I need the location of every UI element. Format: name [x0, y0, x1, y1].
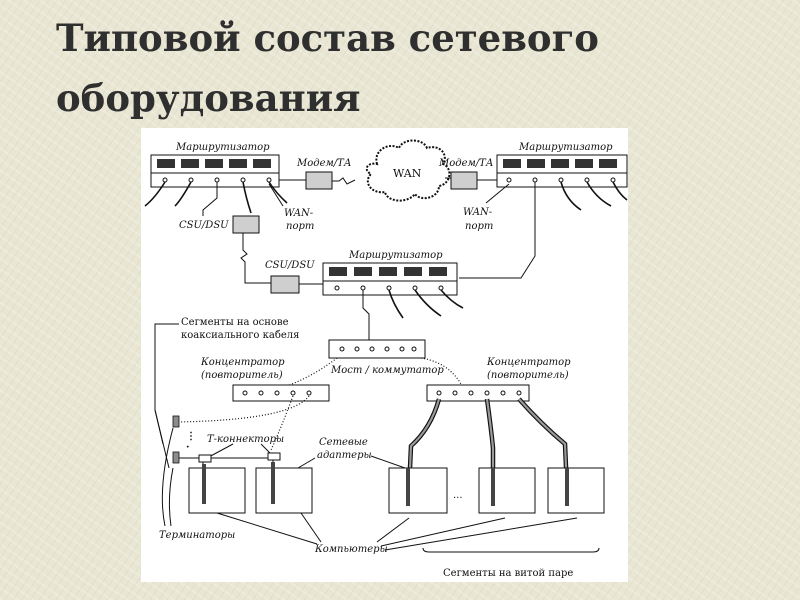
computer-box	[478, 467, 536, 514]
router-center-cable	[388, 289, 404, 319]
hub-right-label: Концентратор	[486, 357, 571, 368]
computer-box	[547, 467, 605, 514]
router-center-cable	[414, 289, 442, 317]
terminator-icon	[172, 415, 180, 428]
network-adapters-label: Сетевые	[319, 437, 368, 448]
hub-left-coax-link	[270, 395, 294, 451]
svg-text:·: ·	[186, 442, 189, 453]
t-connector-icon	[267, 452, 281, 461]
wan-port-left-label-2: порт	[286, 221, 314, 232]
router-left-label: Маршрутизатор	[175, 142, 270, 153]
network-adapter-icon	[271, 462, 275, 504]
bridge-to-left-hub-link	[280, 357, 338, 389]
router-center-label: Маршрутизатор	[348, 250, 443, 261]
wan-port-left-label: WAN-	[284, 208, 314, 219]
network-adapters-label-2: адаптеры	[317, 450, 372, 461]
left-router-to-csudsu-link	[202, 182, 218, 216]
router-to-bridge-link	[362, 290, 370, 340]
router-center: Маршрутизатор	[322, 250, 458, 296]
vertical-ellipsis: ⋮	[186, 431, 196, 442]
wan-port-right-label: WAN-	[463, 207, 493, 218]
bridge-switch-label: Мост / коммутатор	[330, 365, 444, 376]
coax-label-bracket	[154, 323, 179, 410]
computers-label: Компьютеры	[314, 544, 388, 555]
router-center-ports	[334, 285, 444, 291]
hub-left-body	[232, 384, 330, 402]
router-right-cable	[586, 181, 612, 207]
router-right: Маршрутизатор	[496, 142, 628, 188]
router-right-slots	[503, 159, 617, 168]
coax-segments-label-2: коаксиального кабеля	[181, 330, 299, 341]
computer-3	[388, 467, 448, 514]
terminators-label: Терминаторы	[159, 530, 235, 541]
computer-box	[388, 467, 448, 514]
router-right-cable	[612, 181, 628, 201]
computers-ellipsis: ...	[453, 490, 463, 501]
modem-left-link	[332, 177, 356, 185]
bridge-switch: Мост / коммутатор	[328, 339, 444, 376]
router-right-label: Маршрутизатор	[518, 142, 613, 153]
right-router-to-center-link	[459, 182, 536, 279]
csudsu-zigzag-link	[240, 233, 271, 284]
slide-title: Типовой состав сетевого оборудования	[56, 8, 756, 128]
t-connectors-label: Т-коннекторы	[207, 434, 284, 445]
router-left-cable	[268, 181, 288, 204]
title-line-1: Типовой состав сетевого	[56, 16, 599, 60]
csudsu-upper-icon	[232, 215, 260, 234]
twisted-pair-bracket	[422, 547, 600, 553]
modem-left-label: Модем/ТА	[296, 158, 351, 169]
computer-box	[255, 467, 313, 514]
terminator-icon	[172, 451, 180, 464]
wan-label: WAN	[393, 167, 422, 180]
csudsu-lower-label: CSU/DSU	[265, 260, 315, 271]
computer-box	[188, 467, 246, 514]
computer-5	[547, 467, 605, 514]
hub-left-label-2: (повторитель)	[201, 370, 283, 381]
router-left-cable	[144, 181, 166, 207]
hub-right	[426, 384, 530, 402]
bridge-to-right-hub-link	[420, 357, 464, 389]
wan-cloud-icon: WAN	[365, 139, 451, 202]
t-connector-icon	[198, 454, 212, 463]
modem-left-icon	[305, 171, 333, 190]
router-right-cable	[560, 181, 582, 211]
coax-segments-label: Сегменты на основе	[181, 317, 289, 328]
modem-right-label: Модем/ТА	[438, 158, 493, 169]
router-right-ports	[506, 177, 616, 183]
hub-left-label: Концентратор	[200, 357, 285, 368]
router-left-cable	[242, 181, 252, 214]
hub-right-label-2: (повторитель)	[487, 370, 569, 381]
hub-left	[232, 384, 330, 402]
computer-2	[255, 462, 313, 514]
hub-right-body	[426, 384, 530, 402]
csudsu-lower-icon	[270, 275, 300, 294]
network-diagram-svg: Маршрутизатор WAN- порт Модем/ТА WAN	[144, 139, 628, 579]
network-adapter-icon	[491, 468, 495, 506]
modem-right-icon	[450, 171, 478, 190]
router-left-slots	[157, 159, 271, 168]
router-left-cable	[174, 181, 192, 207]
csudsu-upper-label: CSU/DSU	[179, 220, 229, 231]
twisted-pair-segments-label: Сегменты на витой паре	[443, 568, 573, 579]
title-line-2: оборудования	[56, 76, 361, 120]
computer-4	[478, 467, 536, 514]
bridge-switch-body	[328, 339, 426, 359]
computer-1	[188, 464, 246, 514]
network-adapter-icon	[406, 468, 410, 506]
network-adapter-icon	[202, 464, 206, 504]
wan-port-right-label-2: порт	[465, 221, 493, 232]
router-center-slots	[329, 267, 447, 276]
network-adapter-icon	[565, 468, 569, 506]
network-diagram: Маршрутизатор WAN- порт Модем/ТА WAN	[141, 128, 628, 582]
router-left: Маршрутизатор	[150, 142, 280, 188]
router-center-cable	[440, 289, 464, 309]
